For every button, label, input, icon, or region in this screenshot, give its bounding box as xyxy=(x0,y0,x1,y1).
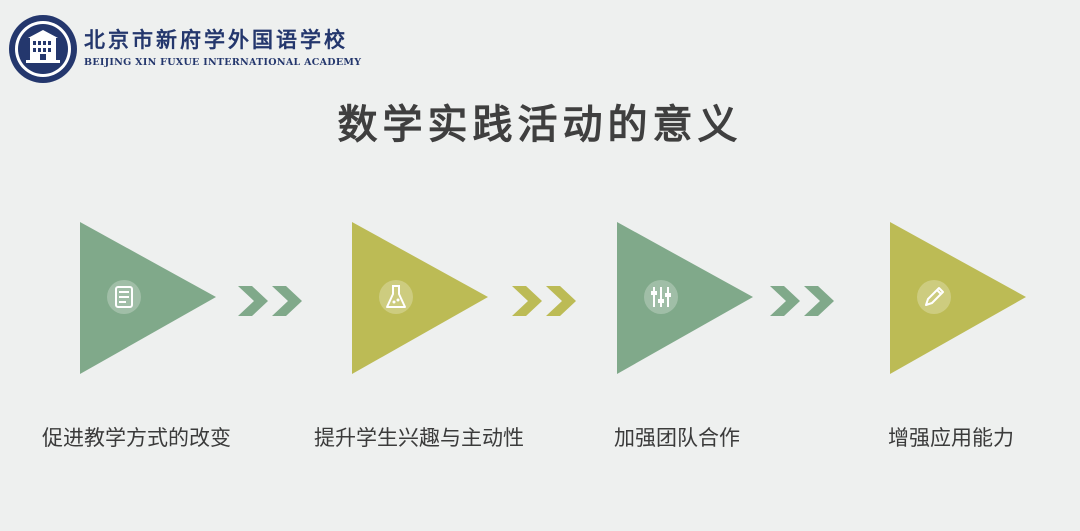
page-title: 数学实践活动的意义 xyxy=(337,102,743,148)
school-crest-icon xyxy=(9,15,77,83)
step-1-label: 促进教学方式的改变 xyxy=(42,426,231,450)
document-icon xyxy=(107,280,141,314)
triangle-shape xyxy=(352,222,488,374)
flask-icon xyxy=(379,280,413,314)
triangle-shape xyxy=(890,222,1026,374)
triangle-shape xyxy=(617,222,753,374)
double-chevron-right-icon xyxy=(770,286,834,316)
school-name-cn: 北京市新府学外国语学校 xyxy=(84,27,348,52)
step-3 xyxy=(617,218,762,383)
step-4-label: 增强应用能力 xyxy=(888,426,1014,450)
school-name-en: BEIJING XIN FUXUE INTERNATIONAL ACADEMY xyxy=(84,57,362,68)
step-4 xyxy=(890,218,1035,383)
double-chevron-right-icon xyxy=(512,286,576,316)
step-1 xyxy=(80,218,225,383)
step-2-label: 提升学生兴趣与主动性 xyxy=(314,426,524,450)
pencil-icon xyxy=(917,280,951,314)
sliders-icon xyxy=(644,280,678,314)
triangle-shape xyxy=(80,222,216,374)
step-3-label: 加强团队合作 xyxy=(614,426,740,450)
double-chevron-right-icon xyxy=(238,286,302,316)
step-2 xyxy=(352,218,497,383)
